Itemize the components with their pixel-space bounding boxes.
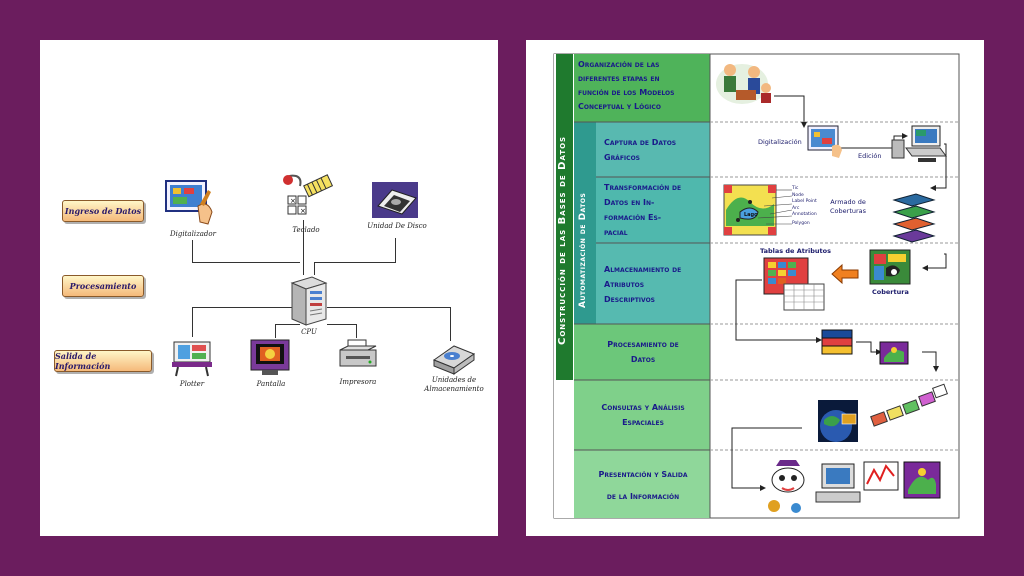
database-construction-diagram — [553, 53, 960, 519]
stage-input: Ingreso de Datos — [62, 200, 144, 222]
vertical-title-main: Construcción de las Bases de Datos — [557, 135, 568, 345]
topology-lake-label: Lago — [744, 212, 758, 218]
wire-storage-across — [327, 307, 451, 308]
row-transformation-line3: formación Es- — [604, 213, 662, 222]
wire-keyboard-down — [303, 220, 304, 275]
earth-query-icon — [818, 400, 858, 442]
keyboard-icon: × × — [283, 174, 334, 215]
digitization-icon — [807, 125, 842, 158]
svg-text:×: × — [290, 197, 296, 205]
orange-arrow-icon — [831, 263, 859, 285]
printer-icon — [339, 339, 377, 367]
presentation-figure-icon — [768, 460, 805, 513]
topology-tic: Tic — [792, 186, 799, 191]
coverage-assembly-label: Armado de Coberturas — [830, 198, 866, 216]
row-capture-text: Captura de Datos Gráficos — [604, 135, 710, 165]
row-queries-text: Consultas y Análisis Espaciales — [576, 400, 710, 430]
topology-arc: Arc — [792, 205, 800, 211]
storage-label: Unidades de Almacenamiento — [414, 376, 494, 394]
row-capture-line1: Captura de Datos — [604, 138, 677, 147]
coverage-stack-icon — [892, 193, 936, 243]
row-capture-line2: Gráficos — [604, 153, 640, 162]
attribute-tables-icon — [763, 257, 825, 311]
wire-digitizer-across — [192, 262, 300, 263]
topology-legend: Tic Node Label Point Arc Annotation Poly… — [792, 186, 817, 227]
row-organization-text: Organización de las diferentes etapas en… — [578, 58, 710, 114]
wire-disk-cpu — [314, 262, 315, 275]
keyboard-label: Teclado — [292, 226, 320, 234]
row-presentation-line1: Presentación y Salida — [598, 470, 688, 479]
storage-label-line1: Unidades de — [431, 376, 477, 384]
row-processing-text: Procesamiento de Datos — [578, 337, 708, 367]
row-queries-line1: Consultas y Análisis — [601, 403, 685, 412]
coverage-label: Cobertura — [872, 288, 909, 296]
wire-plotter-down — [192, 307, 193, 337]
printer-label: Impresora — [339, 378, 377, 386]
wire-printer-across — [327, 324, 357, 325]
wire-disk-across — [314, 262, 396, 263]
row-presentation-text: Presentación y Salida de la Información — [576, 464, 710, 508]
wire-screen-down — [275, 324, 276, 338]
row-storage-text: Almacenamiento de Atributos Descriptivos — [604, 262, 710, 307]
line-chart-output-icon — [863, 461, 899, 491]
row-storage-line3: Descriptivos — [604, 295, 655, 304]
wire-printer-down — [356, 324, 357, 338]
map-cards-icon — [870, 383, 948, 427]
coverage-icon — [869, 249, 911, 285]
row-processing-line1: Procesamiento de — [607, 340, 679, 349]
wire-digitizer-down — [192, 240, 193, 262]
row-presentation-line2: de la Información — [606, 492, 680, 501]
wire-disk-down — [395, 238, 396, 262]
topology-polygon: Polygon — [792, 220, 810, 226]
row-transformation-text: Transformación de Datos en In- formación… — [604, 180, 710, 240]
row-organization-line3: función de los Modelos — [578, 88, 675, 97]
wire-screen-across — [275, 324, 300, 325]
attribute-tables-label: Tablas de Atributos — [760, 247, 831, 255]
topology-annotation: Annotation — [792, 212, 817, 217]
topology-map-icon — [723, 184, 793, 236]
row-storage-line1: Almacenamiento de — [604, 265, 682, 274]
computer-output-icon — [815, 463, 861, 503]
screen-icon — [250, 339, 290, 375]
wire-plotter-across — [192, 307, 292, 308]
processing-layers-icon — [821, 329, 853, 355]
processed-map-icon — [879, 341, 909, 365]
stage-output: Salida de Información — [54, 350, 152, 372]
row-queries-line2: Espaciales — [622, 418, 664, 427]
plotter-label: Plotter — [179, 380, 205, 388]
row-storage-line2: Atributos — [604, 280, 645, 289]
hardware-diagram-panel: Ingreso de Datos Procesamiento Salida de… — [40, 40, 498, 536]
topology-node: Node — [792, 192, 804, 198]
row-organization-line1: Organización de las — [578, 60, 660, 69]
digitizer-label: Digitalizador — [170, 230, 216, 238]
disk-unit-label: Unidad De Disco — [367, 222, 427, 230]
stage-processing: Procesamiento — [62, 275, 144, 297]
vertical-title-sub: Automatización de Datos — [578, 192, 588, 308]
coverage-assembly-line1: Armado de — [830, 198, 866, 206]
cpu-label: CPU — [301, 328, 317, 336]
row-organization-line4: Conceptual y Lógico — [578, 102, 661, 111]
cpu-icon — [290, 276, 328, 326]
disk-unit-icon — [372, 182, 418, 218]
people-organization-icon — [716, 64, 771, 104]
row-transformation-line4: pacial — [604, 228, 628, 237]
storage-icon — [432, 345, 476, 375]
row-organization-line2: diferentes etapas en — [578, 74, 660, 83]
database-construction-panel: Construcción de las Bases de Datos Autom… — [526, 40, 984, 536]
map-output-icon — [903, 461, 941, 499]
topology-label-point: Label Point — [792, 199, 817, 204]
editing-label: Edición — [858, 152, 882, 160]
row-processing-line2: Datos — [630, 355, 656, 364]
screen-label: Pantalla — [256, 380, 286, 388]
storage-label-line2: Almacenamiento — [424, 385, 484, 393]
digitizer-icon — [165, 180, 213, 225]
row-transformation-line2: Datos en In- — [604, 198, 655, 207]
wire-storage-down — [450, 307, 451, 341]
row-transformation-line1: Transformación de — [604, 183, 682, 192]
svg-text:×: × — [300, 207, 306, 215]
plotter-icon — [172, 341, 212, 377]
editing-workstation-icon — [891, 125, 947, 162]
coverage-assembly-line2: Coberturas — [830, 207, 867, 215]
digitization-label: Digitalización — [758, 138, 802, 146]
